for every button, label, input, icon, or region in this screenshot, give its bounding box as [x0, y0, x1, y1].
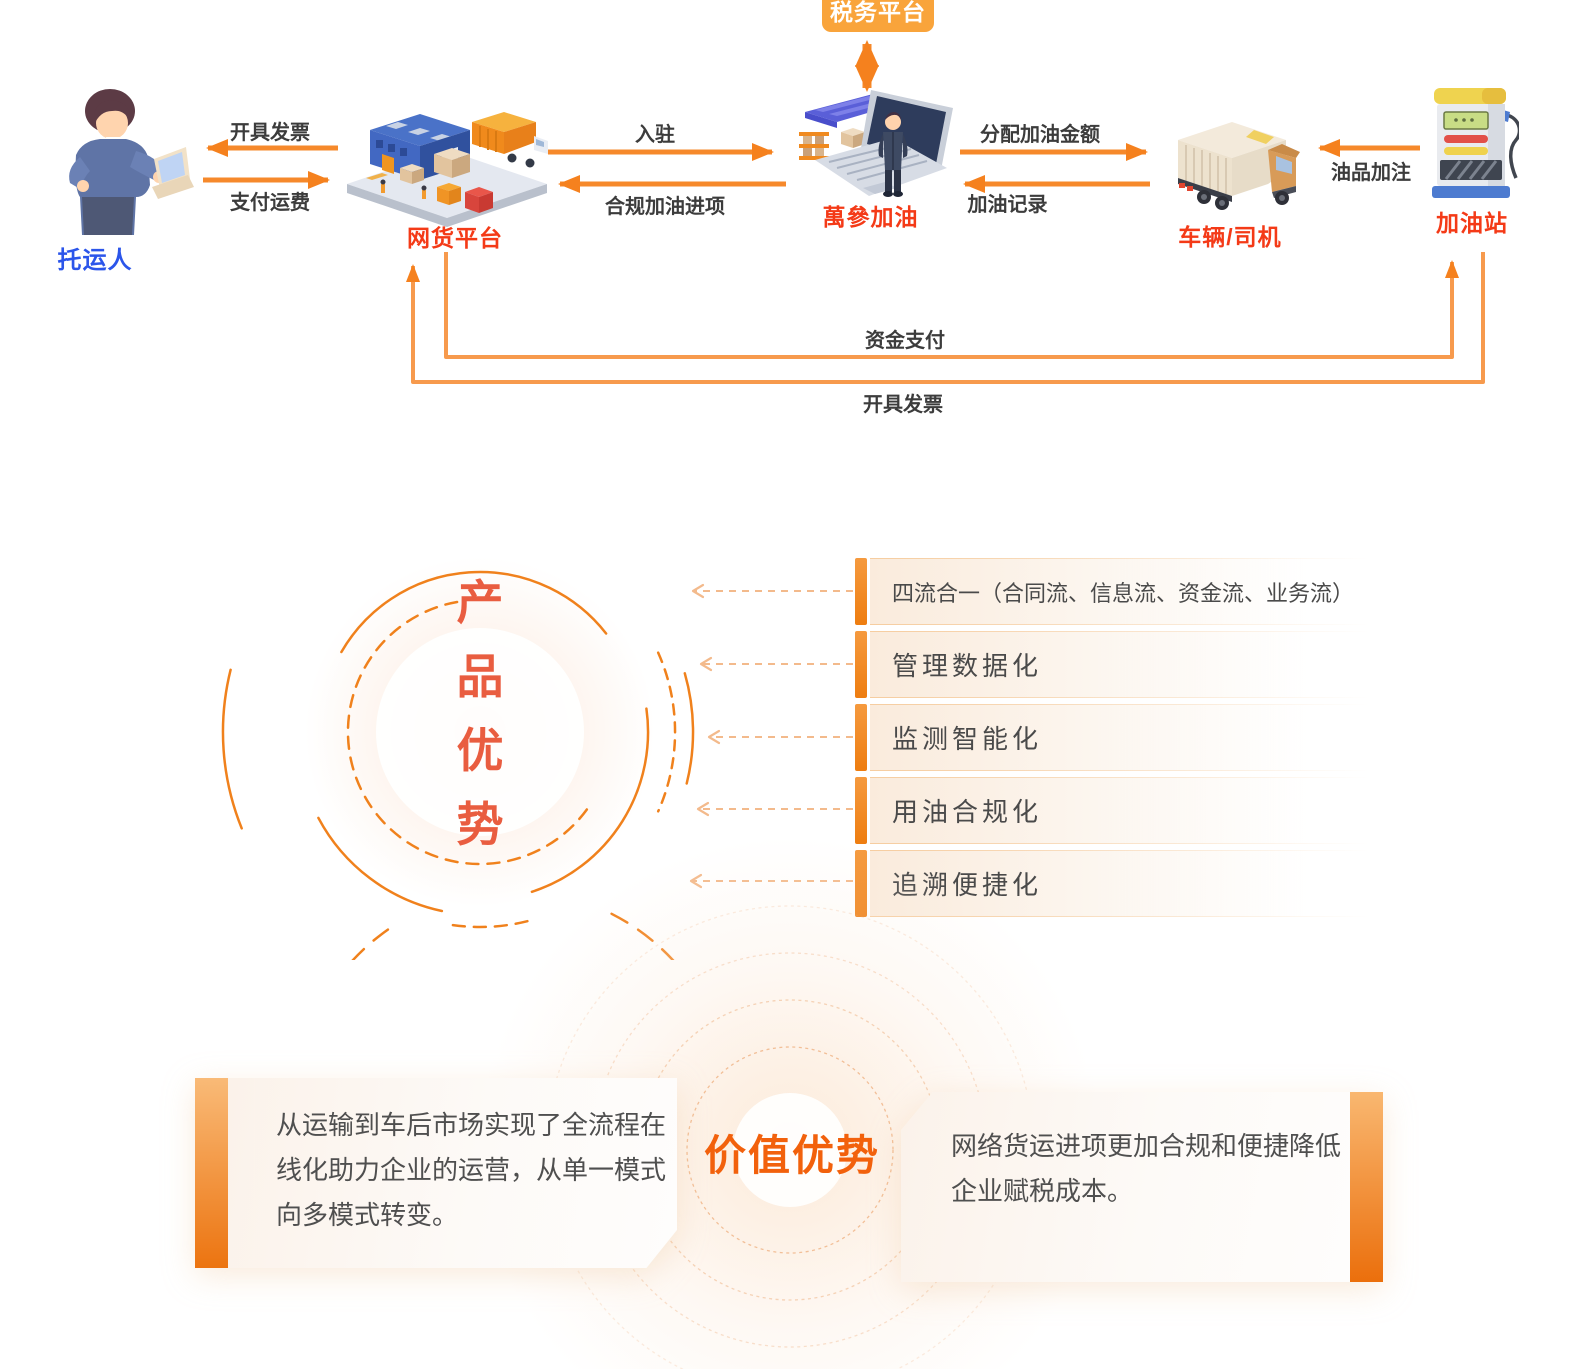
edge-label-compliant-fuel-input: 合规加油进项	[605, 196, 725, 218]
item-label: 四流合一（合同流、信息流、资金流、业务流）	[870, 558, 1368, 625]
edge-label-pay-freight: 支付运费	[230, 192, 310, 214]
card-accent-bar	[1350, 1092, 1383, 1282]
product-circle-emblem	[221, 557, 695, 960]
return-connectors	[406, 252, 1485, 384]
edge-label-oil-filling: 油品加注	[1331, 162, 1411, 184]
list-item: 管理数据化	[855, 631, 1368, 698]
flow-arrows-layer	[203, 40, 1485, 384]
node-label-vehicle-driver: 车辆/司机	[1178, 224, 1282, 250]
fuel-platform-icon	[799, 90, 953, 197]
item-accent-bar	[855, 558, 867, 625]
edge-label-issue-invoice-to-platform: 开具发票	[863, 394, 943, 416]
shipper-icon	[69, 89, 194, 235]
edge-label-allocate-fuel-amount: 分配加油金额	[980, 124, 1100, 146]
item-accent-bar	[855, 704, 867, 771]
edge-label-issue-invoice-to-shipper: 开具发票	[230, 122, 310, 144]
tax-platform-label: 税务平台	[830, 0, 926, 25]
item-accent-bar	[855, 777, 867, 844]
product-title-char: 产	[456, 576, 504, 629]
node-label-gas-station: 加油站	[1436, 210, 1508, 236]
connector-funds-payment	[444, 252, 1459, 359]
node-tax-platform: 税务平台	[822, 0, 934, 32]
product-title-char: 品	[456, 650, 504, 703]
node-label-shipper: 托运人	[57, 247, 133, 274]
node-label-fuel-platform: 萬參加油	[822, 204, 919, 230]
value-card-right: 网络货运进项更加合规和便捷降低企业赋税成本。	[901, 1092, 1383, 1282]
item-label: 监测智能化	[870, 704, 1368, 771]
item-accent-bar	[855, 631, 867, 698]
value-card-right-text: 网络货运进项更加合规和便捷降低企业赋税成本。	[901, 1092, 1350, 1282]
truck-icon	[1178, 122, 1300, 210]
list-item: 监测智能化	[855, 704, 1368, 771]
product-advantages-title: 产 品 优 势	[454, 566, 506, 862]
list-item: 四流合一（合同流、信息流、资金流、业务流）	[855, 558, 1368, 625]
product-title-char: 优	[456, 724, 504, 777]
value-advantages-title: 价值优势	[703, 1132, 880, 1179]
value-card-left: 从运输到车后市场实现了全流程在线化助力企业的运营，从单一模式向多模式转变。	[195, 1078, 677, 1268]
gas-pump-icon	[1432, 88, 1519, 198]
edge-label-funds-payment: 资金支付	[865, 330, 945, 352]
connector-issue-invoice-to-platform	[406, 252, 1485, 384]
edge-label-onboard: 入驻	[635, 124, 675, 146]
edge-label-refuel-record: 加油记录	[967, 194, 1048, 216]
node-label-freight-platform: 网货平台	[407, 225, 503, 251]
warehouse-icon	[347, 112, 548, 227]
item-label: 管理数据化	[870, 631, 1368, 698]
value-card-left-text: 从运输到车后市场实现了全流程在线化助力企业的运营，从单一模式向多模式转变。	[228, 1078, 677, 1268]
card-accent-bar	[195, 1078, 228, 1268]
flow-arrows	[203, 40, 1420, 193]
